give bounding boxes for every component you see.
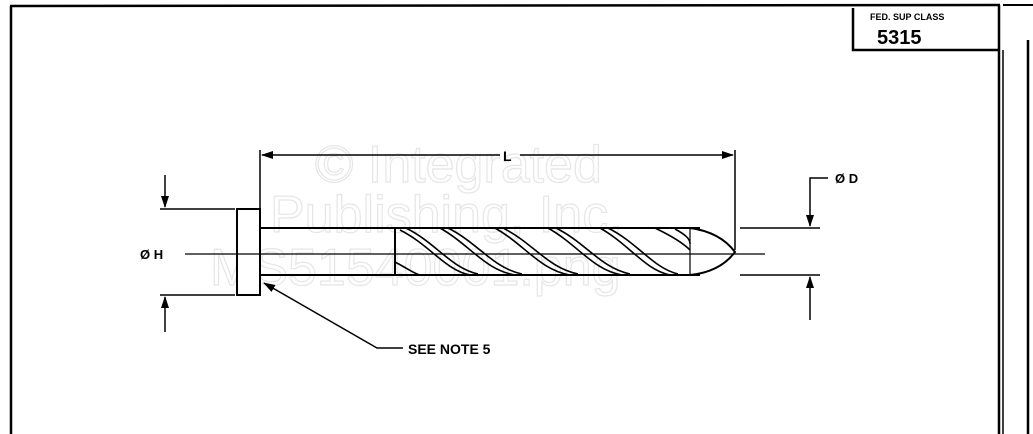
drawing-frame <box>9 3 1033 434</box>
note-leader <box>263 282 403 349</box>
watermark-line-1: © Integrated <box>315 136 602 194</box>
watermark: © Integrated Publishing, Inc. MS51540001… <box>209 135 623 297</box>
fed-sup-class-value: 5315 <box>877 27 922 49</box>
head-diameter-dimension <box>160 175 235 332</box>
watermark-line-2: Publishing, Inc. <box>270 186 623 244</box>
head-diameter-label: Ø H <box>140 247 163 262</box>
title-block: FED. SUP CLASS 5315 <box>851 8 1000 52</box>
watermark-line-3: MS51540001.png <box>210 239 621 297</box>
drive-screw <box>185 208 765 296</box>
diameter-label: Ø D <box>835 171 858 186</box>
fed-sup-class-label: FED. SUP CLASS <box>870 12 944 22</box>
length-dimension <box>259 150 736 250</box>
diameter-dimension <box>740 177 828 320</box>
see-note-label: SEE NOTE 5 <box>408 341 491 357</box>
length-label: L <box>503 148 512 164</box>
